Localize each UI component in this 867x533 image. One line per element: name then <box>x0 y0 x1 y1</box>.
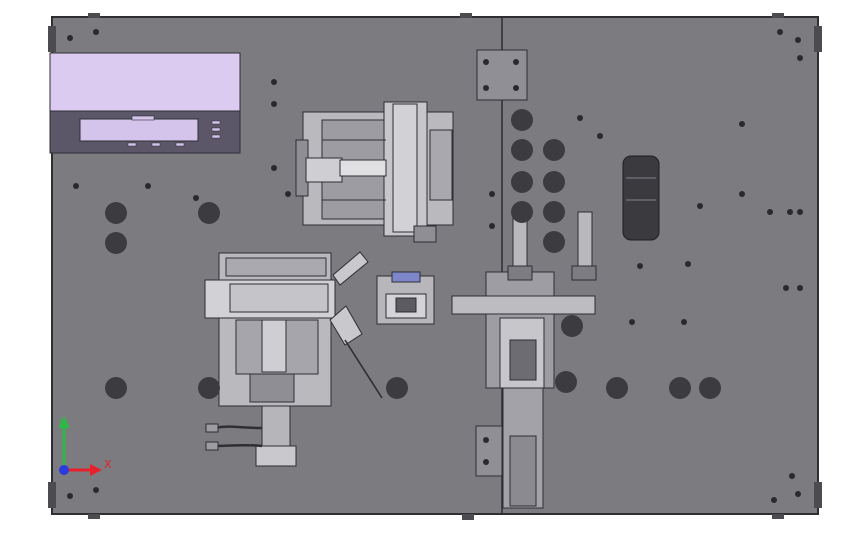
screw-hole <box>93 487 99 493</box>
screw-hole <box>697 203 703 209</box>
large-hole <box>511 171 533 193</box>
large-hole <box>543 231 565 253</box>
bottom-clip <box>88 514 100 519</box>
right-rail-module <box>451 49 597 509</box>
bottom-clip <box>772 514 784 519</box>
axis-triad: Y X <box>58 416 112 476</box>
large-hole <box>386 377 408 399</box>
screw-hole <box>739 121 745 127</box>
left-assembly-module <box>204 251 383 407</box>
upper-feeder-module <box>295 101 454 243</box>
large-hole <box>561 315 583 337</box>
corner-bracket-br <box>814 482 822 508</box>
screw-hole <box>629 319 635 325</box>
servo-motor <box>205 405 297 467</box>
large-hole <box>105 232 127 254</box>
screw-hole <box>93 29 99 35</box>
hmi-screen <box>79 118 199 142</box>
large-hole <box>543 171 565 193</box>
control-panel <box>49 52 241 154</box>
screw-hole <box>483 59 489 65</box>
y-axis-label: Y <box>59 417 67 430</box>
screw-hole <box>285 191 291 197</box>
corner-bracket-bl <box>48 482 56 508</box>
screw-hole <box>789 473 795 479</box>
screw-hole <box>483 437 489 443</box>
screw-hole <box>271 79 277 85</box>
screw-hole <box>489 223 495 229</box>
screw-hole <box>771 497 777 503</box>
z-axis-origin <box>59 465 69 475</box>
large-hole <box>105 202 127 224</box>
screw-hole <box>637 263 643 269</box>
screw-hole <box>795 37 801 43</box>
screw-hole <box>767 209 773 215</box>
panel-buttons <box>127 120 221 147</box>
large-hole <box>511 139 533 161</box>
large-hole <box>543 139 565 161</box>
screw-hole <box>783 285 789 291</box>
screw-hole <box>73 183 79 189</box>
screw-hole <box>193 195 199 201</box>
x-axis-arrowhead <box>90 464 102 476</box>
large-hole <box>198 202 220 224</box>
rubber-pad <box>622 155 660 241</box>
large-hole <box>511 109 533 131</box>
large-hole <box>606 377 628 399</box>
large-hole <box>511 201 533 223</box>
large-hole <box>555 371 577 393</box>
top-clip <box>772 13 784 18</box>
screw-hole <box>795 491 801 497</box>
corner-bracket-tl <box>48 26 56 52</box>
screw-hole <box>797 285 803 291</box>
large-hole <box>543 201 565 223</box>
y-axis-arrowhead <box>58 416 70 428</box>
screw-hole <box>513 85 519 91</box>
screw-hole <box>271 101 277 107</box>
screw-hole <box>577 115 583 121</box>
fixture-block <box>376 271 435 325</box>
screw-hole <box>685 261 691 267</box>
bottom-clip <box>462 514 474 520</box>
screw-hole <box>797 55 803 61</box>
screw-hole <box>489 191 495 197</box>
screw-hole <box>739 191 745 197</box>
screw-hole <box>483 459 489 465</box>
x-axis-label: X <box>104 458 112 471</box>
screw-hole <box>513 59 519 65</box>
screw-hole <box>797 209 803 215</box>
screw-hole <box>67 35 73 41</box>
screw-hole <box>271 165 277 171</box>
screw-hole <box>145 183 151 189</box>
corner-bracket-tr <box>814 26 822 52</box>
mounting-holes <box>67 29 803 503</box>
screw-hole <box>483 85 489 91</box>
screw-hole <box>67 493 73 499</box>
top-clip <box>460 13 472 18</box>
large-hole <box>105 377 127 399</box>
large-hole <box>669 377 691 399</box>
large-hole <box>699 377 721 399</box>
top-clip <box>88 13 100 18</box>
screw-hole <box>787 209 793 215</box>
screw-hole <box>597 133 603 139</box>
screw-hole <box>777 29 783 35</box>
large-hole <box>198 377 220 399</box>
screw-hole <box>681 319 687 325</box>
